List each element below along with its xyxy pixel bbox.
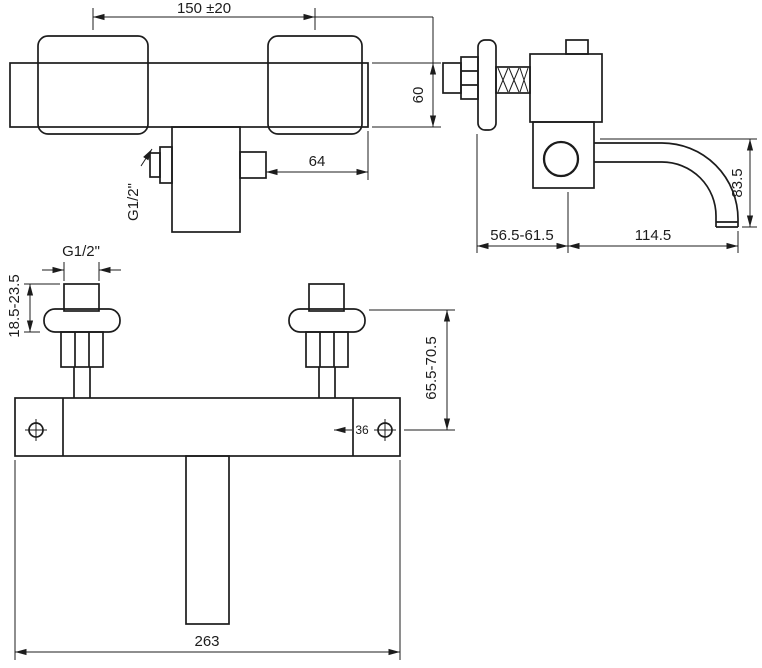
left-union-nut [60,331,104,368]
dim-handle-spacing: 150 ±20 [177,0,231,17]
side-valve-cap [149,152,161,178]
dim-inlet-to-axis: 65.5-70.5 [423,336,440,399]
dim-overall-width: 263 [194,633,219,650]
right-inlet-stub [308,283,345,312]
bottom-view-outline [14,283,401,625]
top-handle-stub [565,39,589,55]
side-valve [159,146,173,184]
front-view-outline [9,35,369,233]
side-view-outline [442,39,739,228]
spout-housing [532,121,595,189]
left-handle [37,35,149,135]
dim-inlet-projection: 18.5-23.5 [6,274,23,337]
wall-flange [477,39,497,131]
right-port [239,151,267,179]
side-view: 83.5 56.5-61.5 114.5 [442,39,757,253]
side-view-dimensions: 83.5 56.5-61.5 114.5 [476,134,757,253]
left-escutcheon [43,308,121,333]
spout-inner [594,161,717,227]
right-union-nut [305,331,349,368]
thread-label-front: G1/2" [125,183,142,221]
spout-outer [594,142,739,227]
right-handle [267,35,363,135]
right-escutcheon [288,308,366,333]
threaded-nipple [495,66,531,94]
dim-wall-distance: 56.5-61.5 [490,227,553,244]
bottom-view: G1/2" 18.5-23.5 65.5-70.5 36 263 [6,243,455,660]
hole-centerlines [25,419,396,441]
dim-body-height: 60 [410,87,427,104]
mixer-body-side [529,53,603,123]
front-view: 150 ±20 60 64 G1/2" [9,0,441,233]
thread-label-bottom: G1/2" [62,243,100,260]
left-inlet-stub [63,283,100,312]
dim-spout-offset: 64 [309,153,326,170]
front-view-dimensions: 150 ±20 60 64 G1/2" [92,0,441,221]
mixer-body-bottom [14,397,401,457]
inlet-stub [442,62,462,94]
dim-spout-reach: 114.5 [635,227,671,244]
inlet-nut [460,56,479,100]
mixer-body [9,62,369,128]
spout-pivot [542,140,580,178]
spout-column [185,455,230,625]
bottom-view-dimensions: G1/2" 18.5-23.5 65.5-70.5 36 263 [6,243,455,660]
dim-spout-drop: 83.5 [729,168,746,197]
thread-hatch [497,67,529,93]
center-block [171,126,241,233]
dim-hole-offset: 36 [355,423,369,437]
